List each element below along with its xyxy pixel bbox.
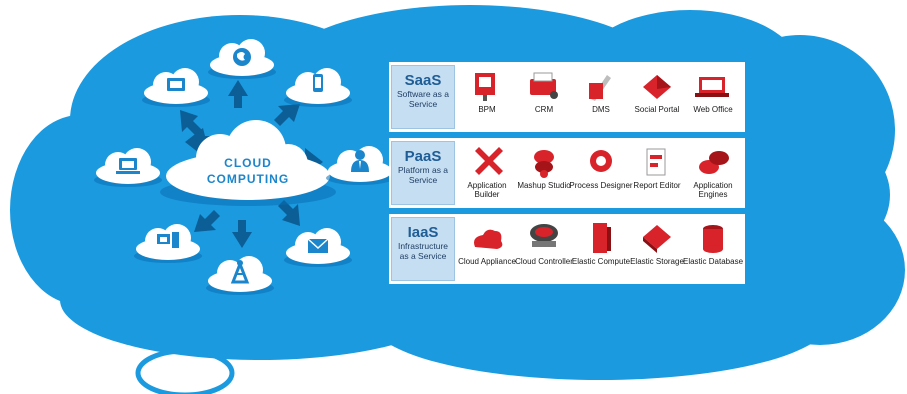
service-tile: Mashup Studio xyxy=(516,141,572,205)
cloud-controller-icon xyxy=(526,221,562,255)
service-tile: Report Editor xyxy=(629,141,685,205)
service-tile-label: Elastic Storage xyxy=(625,257,689,266)
service-tile-label: Mashup Studio xyxy=(512,181,576,190)
service-tile-label: Application Builder xyxy=(455,181,519,199)
service-tile: Application Engines xyxy=(685,141,741,205)
service-subtitle: Platform as a Service xyxy=(392,165,454,185)
globe-icon xyxy=(233,48,251,66)
service-title: PaaS xyxy=(392,148,454,165)
service-subtitle: Software as a Service xyxy=(392,89,454,109)
elastic-storage-icon xyxy=(639,221,675,255)
elastic-compute-icon xyxy=(583,221,619,255)
service-title: SaaS xyxy=(392,72,454,89)
dms-icon xyxy=(583,69,619,103)
center-title-line2: COMPUTING xyxy=(207,172,289,186)
service-tile: Application Builder xyxy=(459,141,515,205)
service-subtitle: Infrastructure as a Service xyxy=(392,241,454,261)
application-engines-icon xyxy=(695,145,731,179)
application-builder-icon xyxy=(469,145,505,179)
service-tile-label: CRM xyxy=(512,105,576,114)
web-office-icon xyxy=(695,69,731,103)
service-tile-label: Application Engines xyxy=(681,181,745,199)
crm-icon xyxy=(526,69,562,103)
service-tile-label: Cloud Controller xyxy=(512,257,576,266)
service-tile: Elastic Storage xyxy=(629,217,685,281)
phone-icon xyxy=(313,74,323,92)
service-tile: Elastic Database xyxy=(685,217,741,281)
service-tile-label: Elastic Database xyxy=(681,257,745,266)
report-editor-icon xyxy=(639,145,675,179)
service-tile: Process Designer xyxy=(573,141,629,205)
service-tile-label: Elastic Compute xyxy=(569,257,633,266)
monitor-icon xyxy=(167,78,185,91)
service-tile-label: Process Designer xyxy=(569,181,633,190)
service-title: IaaS xyxy=(392,224,454,241)
service-tile: Web Office xyxy=(685,65,741,129)
mashup-studio-icon xyxy=(526,145,562,179)
social-portal-icon xyxy=(639,69,675,103)
service-tile: CRM xyxy=(516,65,572,129)
elastic-database-icon xyxy=(695,221,731,255)
process-designer-icon xyxy=(583,145,619,179)
service-tile: Cloud Controller xyxy=(516,217,572,281)
service-tile: Cloud Appliance xyxy=(459,217,515,281)
cloud-appliance-icon xyxy=(469,221,505,255)
service-tile-label: BPM xyxy=(455,105,519,114)
bpm-icon xyxy=(469,69,505,103)
service-tile-label: Cloud Appliance xyxy=(455,257,519,266)
service-tile: BPM xyxy=(459,65,515,129)
service-tile-label: Report Editor xyxy=(625,181,689,190)
service-tile-label: Social Portal xyxy=(625,105,689,114)
service-tile: Elastic Compute xyxy=(573,217,629,281)
laptop-icon xyxy=(116,158,140,174)
service-tile: DMS xyxy=(573,65,629,129)
service-tile-label: Web Office xyxy=(681,105,745,114)
center-title-line1: CLOUD xyxy=(224,156,272,170)
thought-bubble xyxy=(138,351,232,394)
mail-icon xyxy=(308,239,328,253)
service-tile-label: DMS xyxy=(569,105,633,114)
service-tile: Social Portal xyxy=(629,65,685,129)
